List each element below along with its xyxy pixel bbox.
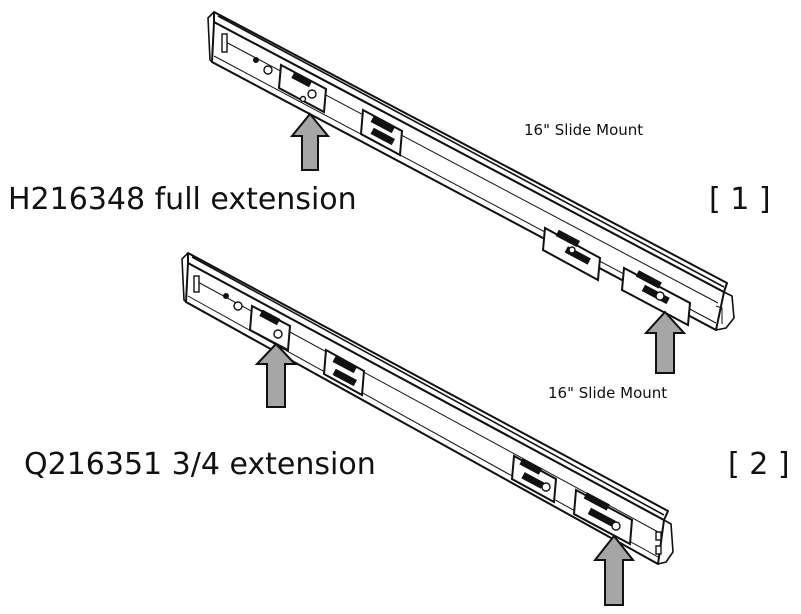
up-arrow-icon: [254, 342, 298, 408]
up-arrow-icon: [643, 310, 687, 374]
rail-2-plate-front-a: [510, 454, 558, 504]
rail-2-plate-rear: [248, 304, 292, 352]
rail-2: [181, 252, 674, 565]
reference-number-1: [ 1 ]: [709, 182, 771, 217]
slide-mount-label-1: 16" Slide Mount: [524, 121, 643, 139]
rail-2-plate-front-b: [572, 488, 634, 546]
rail-1-plate-front-b: [620, 266, 692, 327]
reference-number-2: [ 2 ]: [728, 447, 790, 482]
rail-1-plate-rear: [277, 63, 328, 114]
up-arrow-icon: [289, 112, 331, 171]
part-number-label-2: Q216351 3/4 extension: [24, 447, 376, 482]
part-number-label-1: H216348 full extension: [8, 182, 357, 217]
rail-1-plate-mid: [359, 108, 404, 157]
rail-2-plate-mid: [322, 348, 366, 397]
rail-1-plate-front-a: [541, 226, 602, 282]
rail-1: [207, 11, 735, 331]
up-arrow-icon: [592, 534, 636, 606]
slide-mount-label-2: 16" Slide Mount: [548, 384, 667, 402]
